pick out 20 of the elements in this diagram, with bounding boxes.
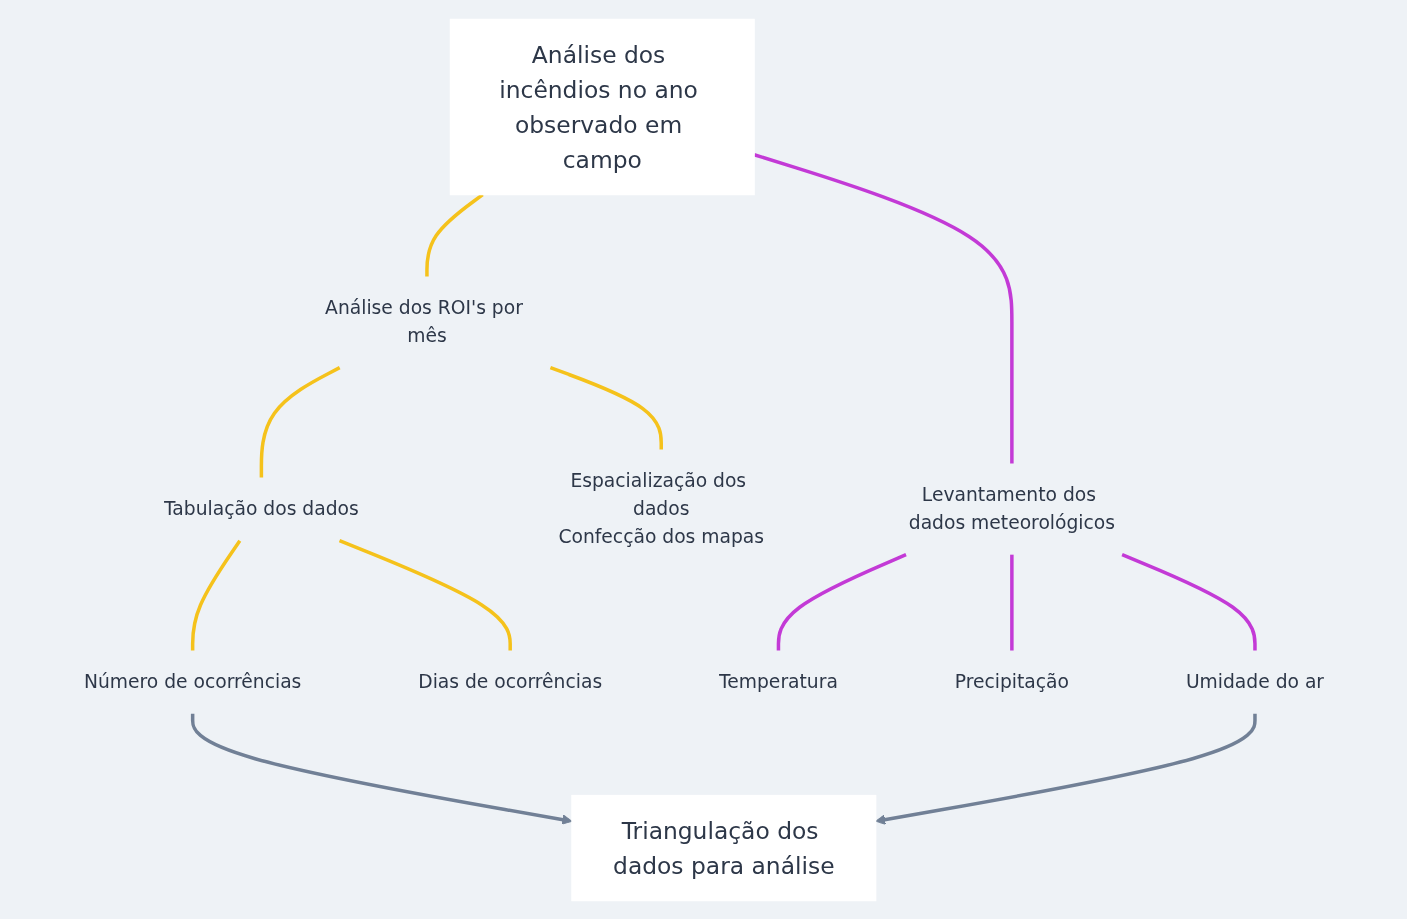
connector xyxy=(1120,552,1257,650)
connector xyxy=(753,152,1014,463)
node-box: Triangulação dos dados para análise xyxy=(570,794,876,901)
connector xyxy=(259,365,340,478)
node-text: Umidade do ar xyxy=(1185,669,1324,693)
node-text: Número de ocorrências xyxy=(83,669,301,693)
node-text: Tabulação dos dados xyxy=(163,496,359,520)
connector xyxy=(1009,554,1014,650)
node-text: Levantamento dos dados meteorológicos xyxy=(908,482,1115,534)
node-text: Espacialização dos dados Confecção dos mapas xyxy=(557,468,764,548)
arrow xyxy=(190,713,572,825)
node-text: Análise dos ROI's por mês xyxy=(324,295,523,347)
node-text: Temperatura xyxy=(718,669,838,693)
node-text: Dias de ocorrências xyxy=(417,669,602,693)
connector xyxy=(190,539,241,650)
node-box: Análise dos incêndios no ano observado em campo xyxy=(449,18,755,195)
node-text: Precipitação xyxy=(954,669,1069,693)
connector xyxy=(776,552,907,650)
connector xyxy=(338,538,512,650)
connector xyxy=(549,365,663,449)
